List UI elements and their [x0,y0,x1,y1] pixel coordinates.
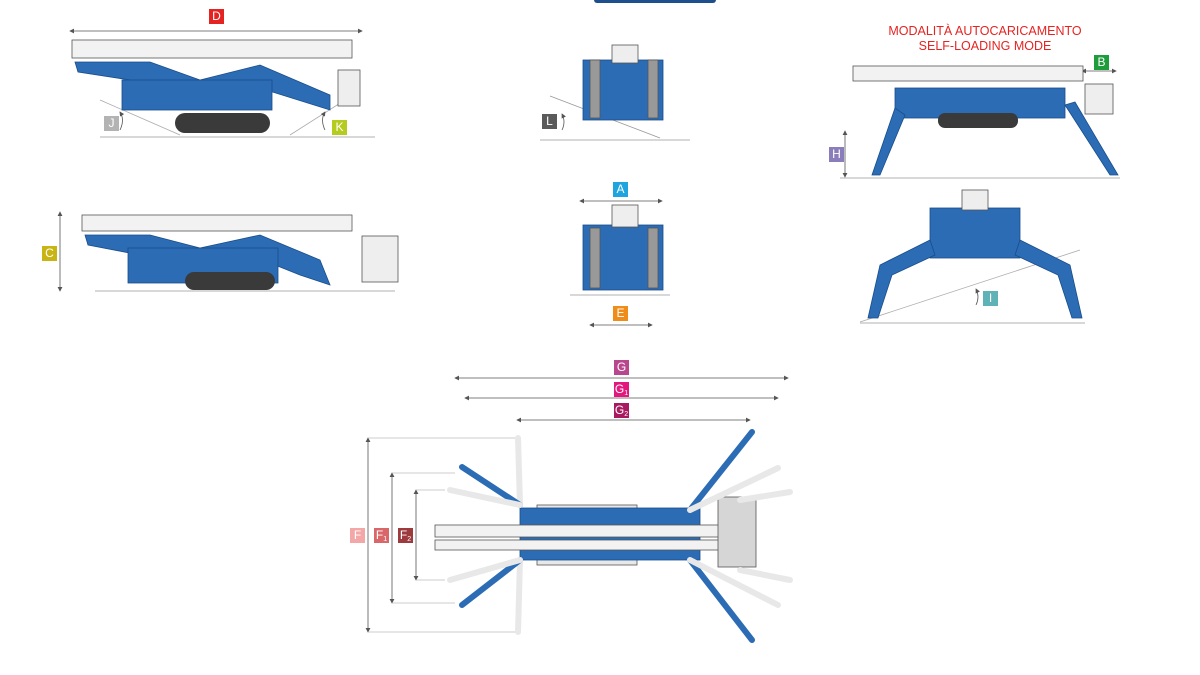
g1-letter: G [614,382,625,396]
g2-subscript: 2 [624,411,629,418]
f1-letter: F [375,528,384,542]
dimension-label-e: E [613,306,628,321]
g1-subscript: 1 [624,390,629,397]
front-view-slope [540,44,690,141]
dimension-label-h: H [829,147,844,162]
dimension-label-g2: G2 [614,403,629,418]
dimension-label-f2: F2 [398,528,413,543]
front-view-self-loading [859,189,1085,324]
side-view-extended [57,211,399,292]
dimension-label-l: L [542,114,557,129]
g2-letter: G [614,403,625,417]
dimension-label-a: A [613,182,628,197]
front-view [570,198,670,328]
self-loading-mode-title: MODALITÀ AUTOCARICAMENTO SELF-LOADING MO… [860,24,1110,54]
top-view [365,375,793,643]
f2-subscript: 2 [407,536,412,543]
dimension-label-g1: G1 [614,382,629,397]
title-english: SELF-LOADING MODE [918,39,1052,53]
side-view-transport [69,28,375,138]
dimension-label-b: B [1094,55,1109,70]
f2-letter: F [399,528,408,542]
dimension-label-g: G [614,360,629,375]
dimension-label-f: F [350,528,365,543]
dimension-label-c: C [42,246,57,261]
side-view-self-loading [840,65,1120,179]
dimension-label-d: D [209,9,224,24]
title-italian: MODALITÀ AUTOCARICAMENTO [888,24,1082,38]
f1-subscript: 1 [383,536,388,543]
dimension-label-j: J [104,116,119,131]
dimension-label-k: K [332,120,347,135]
dimension-label-f1: F1 [374,528,389,543]
top-tab-bar [594,0,716,3]
dimension-label-i: I [983,291,998,306]
